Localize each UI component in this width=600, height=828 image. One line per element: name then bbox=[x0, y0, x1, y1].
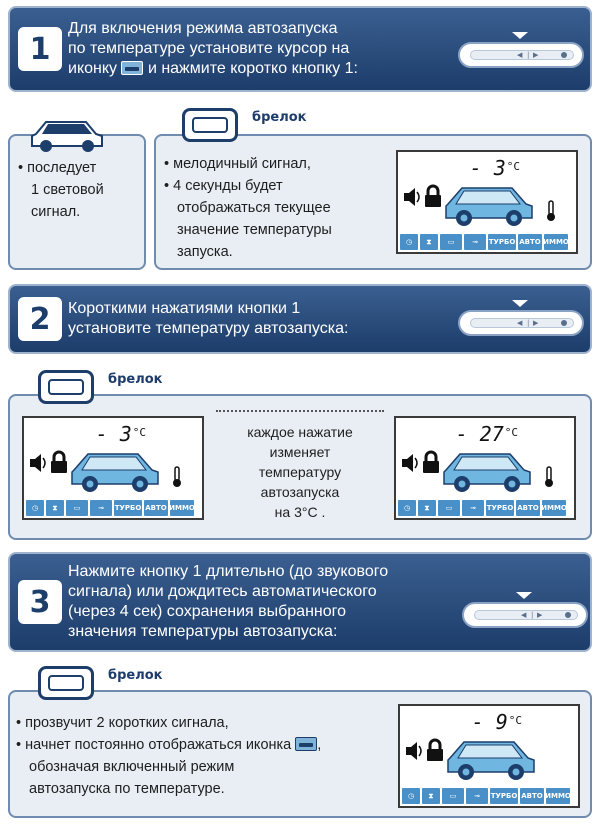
speaker-icon bbox=[402, 454, 418, 472]
keyfob-illustration: ◀ | ▶ bbox=[458, 300, 584, 336]
lcd-display-current: - 3°C ◷ ⧗ ▭ ⊸ ТУРБО АВТО ИММО bbox=[22, 416, 204, 520]
car-icon bbox=[447, 741, 535, 780]
speaker-icon bbox=[30, 454, 46, 472]
divider-icon: | bbox=[527, 319, 530, 327]
key-icon: ⊸ bbox=[466, 788, 488, 804]
lcd-temperature: - 9°C bbox=[471, 710, 522, 734]
step-instruction: Нажмите кнопку 1 длительно (до звукового… bbox=[68, 563, 389, 640]
step-3-banner: 3 Нажмите кнопку 1 длительно (до звуково… bbox=[8, 552, 592, 652]
divider-icon: | bbox=[527, 51, 530, 59]
lock-icon bbox=[51, 450, 67, 473]
turbo-icon: ТУРБО bbox=[114, 500, 142, 516]
hourglass-icon: ⧗ bbox=[418, 500, 436, 516]
car-icon bbox=[443, 453, 531, 492]
left-arrow-icon: ◀ bbox=[517, 51, 523, 59]
speaker-icon bbox=[404, 188, 420, 206]
turbo-icon: ТУРБО bbox=[486, 500, 514, 516]
lcd-display-changed: - 27°C ◷ ⧗ ▭ ⊸ ТУРБО АВТО ИММО bbox=[394, 416, 576, 520]
left-arrow-icon: ◀ bbox=[521, 611, 527, 619]
autostart-temperature-icon bbox=[295, 737, 318, 751]
car-icon bbox=[71, 453, 159, 492]
autostart-temperature-icon: ▭ bbox=[440, 234, 462, 250]
keyfob-tab bbox=[182, 108, 238, 142]
thermometer-icon bbox=[547, 200, 555, 221]
divider-icon: | bbox=[531, 611, 534, 619]
avto-icon: АВТО bbox=[144, 500, 168, 516]
lcd-icon-row: ◷ ⧗ ▭ ⊸ ТУРБО АВТО ИММО bbox=[26, 500, 200, 516]
key-icon: ⊸ bbox=[90, 500, 112, 516]
dotted-divider bbox=[216, 410, 384, 412]
keyfob-illustration: ◀ | ▶ bbox=[462, 592, 588, 628]
fob-response-text: • мелодичный сигнал, • 4 секунды будет о… bbox=[164, 156, 332, 260]
key-icon: ⊸ bbox=[462, 500, 484, 516]
clock-icon: ◷ bbox=[26, 500, 44, 516]
lcd-icon-row: ◷ ⧗ ▭ ⊸ ТУРБО АВТО ИММО bbox=[400, 234, 574, 250]
cursor-arrow-icon bbox=[516, 592, 532, 599]
lock-icon bbox=[423, 450, 439, 473]
speaker-icon bbox=[406, 742, 422, 760]
lcd-icon-row: ◷ ⧗ ▭ ⊸ ТУРБО АВТО ИММО bbox=[402, 788, 576, 804]
hourglass-icon: ⧗ bbox=[420, 234, 438, 250]
immo-icon: ИММО bbox=[543, 234, 569, 250]
step-1-banner: 1 Для включения режима автозапуска по те… bbox=[8, 6, 592, 92]
keyfob-tab bbox=[38, 666, 94, 700]
avto-icon: АВТО bbox=[516, 500, 540, 516]
autostart-temperature-icon: ▭ bbox=[442, 788, 464, 804]
step-number: 2 bbox=[18, 297, 62, 341]
step-explanation: каждое нажатие изменяет температуру авто… bbox=[247, 424, 353, 520]
right-arrow-icon: ▶ bbox=[537, 611, 543, 619]
right-arrow-icon: ▶ bbox=[533, 51, 539, 59]
immo-icon: ИММО bbox=[169, 500, 195, 516]
keyfob-label: брелок bbox=[108, 372, 163, 387]
keyfob-tab bbox=[38, 370, 94, 404]
hourglass-icon: ⧗ bbox=[422, 788, 440, 804]
step-2-banner: 2 Короткими нажатиями кнопки 1 установит… bbox=[8, 284, 592, 354]
car-icon bbox=[31, 121, 103, 152]
step-number: 3 bbox=[18, 580, 62, 624]
clock-icon: ◷ bbox=[402, 788, 420, 804]
right-arrow-icon: ▶ bbox=[533, 319, 539, 327]
cursor-arrow-icon bbox=[512, 300, 528, 307]
lcd-display: - 9°C ◷ ⧗ ▭ ⊸ ТУРБО АВТО ИММО bbox=[398, 704, 580, 808]
turbo-icon: ТУРБО bbox=[488, 234, 516, 250]
lcd-display: - 3°C ◷ ⧗ ▭ ⊸ ТУРБО АВТО ИММО bbox=[396, 150, 578, 254]
confirmation-text: • прозвучит 2 коротких сигнала, • начнет… bbox=[16, 715, 322, 797]
clock-icon: ◷ bbox=[398, 500, 416, 516]
keyfob-illustration: ◀ | ▶ bbox=[458, 32, 584, 68]
hourglass-icon: ⧗ bbox=[46, 500, 64, 516]
keyfob-label: брелок bbox=[252, 110, 307, 125]
cursor-arrow-icon bbox=[512, 32, 528, 39]
immo-icon: ИММО bbox=[541, 500, 567, 516]
thermometer-icon bbox=[545, 466, 553, 487]
lcd-temperature: - 3°C bbox=[469, 156, 520, 180]
lock-icon bbox=[425, 184, 441, 207]
lcd-temperature: - 3°C bbox=[95, 422, 146, 446]
step-instruction: Для включения режима автозапуска по темп… bbox=[68, 20, 358, 77]
avto-icon: АВТО bbox=[520, 788, 544, 804]
left-arrow-icon: ◀ bbox=[517, 319, 523, 327]
fob-button-dot bbox=[561, 320, 567, 326]
lock-icon bbox=[427, 738, 443, 761]
immo-icon: ИММО bbox=[545, 788, 571, 804]
lcd-icon-row: ◷ ⧗ ▭ ⊸ ТУРБО АВТО ИММО bbox=[398, 500, 572, 516]
step-number: 1 bbox=[18, 27, 62, 71]
step-instruction: Короткими нажатиями кнопки 1 установите … bbox=[68, 300, 349, 337]
key-icon: ⊸ bbox=[464, 234, 486, 250]
clock-icon: ◷ bbox=[400, 234, 418, 250]
fob-button-dot bbox=[565, 612, 571, 618]
autostart-temperature-icon: ▭ bbox=[438, 500, 460, 516]
car-signal-text: • последует 1 световой сигнал. bbox=[18, 160, 104, 220]
fob-button-dot bbox=[561, 52, 567, 58]
car-icon bbox=[445, 187, 533, 226]
lcd-temperature: - 27°C bbox=[455, 422, 518, 446]
autostart-temperature-icon: ▭ bbox=[66, 500, 88, 516]
avto-icon: АВТО bbox=[518, 234, 542, 250]
thermometer-icon bbox=[173, 466, 181, 487]
autostart-temperature-icon bbox=[121, 61, 144, 75]
turbo-icon: ТУРБО bbox=[490, 788, 518, 804]
keyfob-label: брелок bbox=[108, 668, 163, 683]
